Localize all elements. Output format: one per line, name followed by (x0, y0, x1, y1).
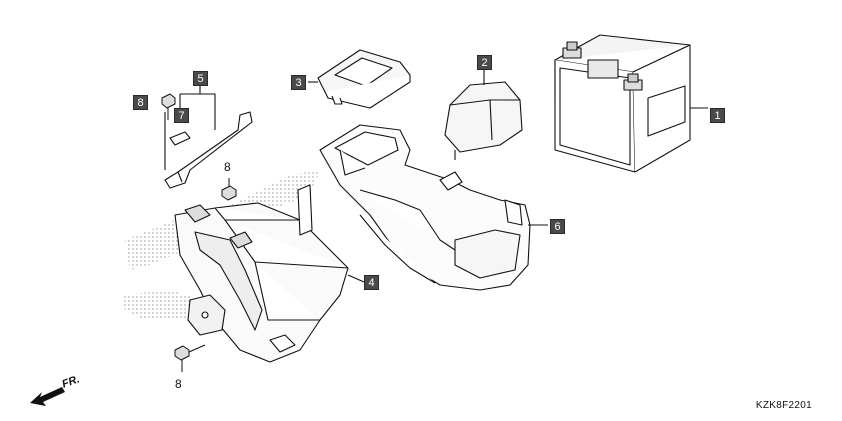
part-callout-2[interactable]: 2 (477, 55, 492, 70)
battery-tray-drawing[interactable] (174, 184, 365, 363)
part-callout-3[interactable]: 3 (291, 75, 306, 90)
battery-hold-band-drawing[interactable] (164, 82, 253, 189)
bolt-label-top: 8 (224, 160, 231, 174)
battery-box-lid-drawing[interactable] (308, 49, 411, 109)
part-callout-1[interactable]: 1 (710, 108, 725, 123)
battery-drawing[interactable] (554, 34, 708, 173)
part-callout-4[interactable]: 4 (364, 275, 379, 290)
front-direction-arrow (30, 387, 65, 406)
part-callout-8[interactable]: 8 (133, 95, 148, 110)
battery-box-drawing[interactable] (319, 124, 548, 291)
bolt-label-bottom: 8 (175, 377, 182, 391)
bolt-drawing-bottom[interactable] (174, 344, 206, 372)
part-callout-6[interactable]: 6 (550, 219, 565, 234)
diagram-code: KZK8F2201 (755, 400, 812, 411)
part-callout-7[interactable]: 7 (174, 108, 189, 123)
bolt-drawing-top[interactable] (161, 93, 237, 201)
terminal-cover-drawing[interactable] (444, 70, 523, 160)
part-callout-5[interactable]: 5 (193, 71, 208, 86)
